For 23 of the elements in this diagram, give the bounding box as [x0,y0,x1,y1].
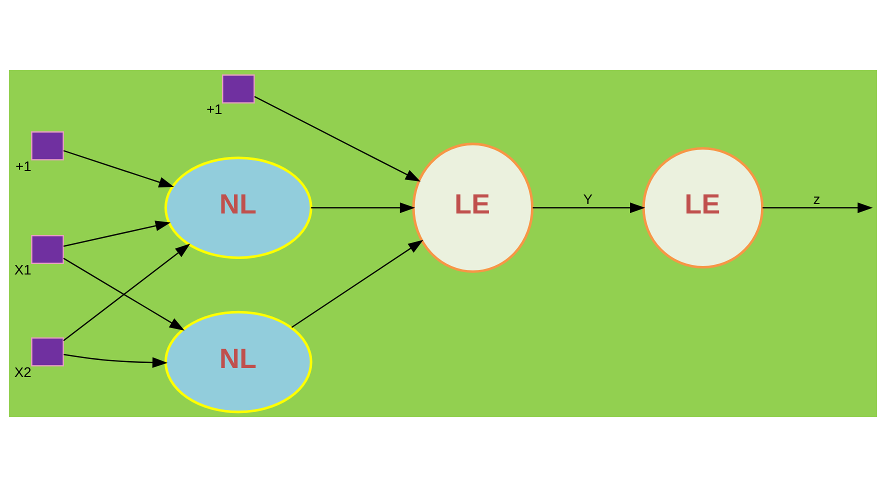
arrow [63,220,171,246]
arrow [532,202,646,213]
arrow [762,202,873,213]
node-box [31,336,64,366]
node-label: X2 [14,363,32,380]
edge-label: Y [583,190,593,206]
node-box [31,234,64,264]
node-label: +1 [16,157,32,174]
node-label: X1 [14,261,32,278]
node-circle: LE [412,142,534,272]
edge-label: z [813,190,820,206]
arrow [254,96,421,182]
node-label: +1 [206,100,222,116]
arrow [64,353,168,368]
arrow [311,202,416,213]
node-box [222,74,255,103]
arrow [63,243,190,341]
node-box [31,130,64,160]
node-ellipse: NL [164,310,312,413]
arrow [291,239,424,328]
arrow [63,150,174,187]
arrow [63,257,185,330]
node-circle: LE [642,146,764,268]
